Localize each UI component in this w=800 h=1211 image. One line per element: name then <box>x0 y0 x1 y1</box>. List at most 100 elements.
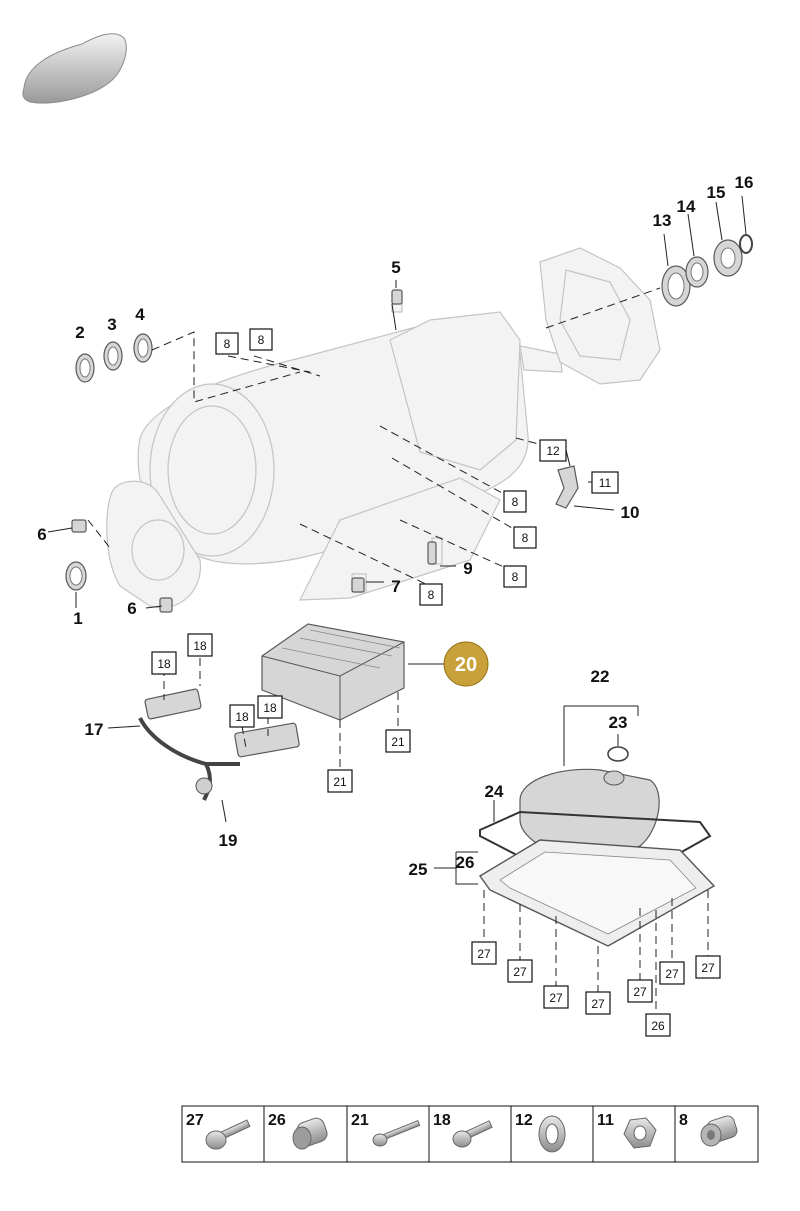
svg-text:27: 27 <box>513 965 527 979</box>
svg-text:27: 27 <box>591 997 605 1011</box>
svg-text:12: 12 <box>515 1112 533 1129</box>
gasket-24 <box>479 810 712 900</box>
callout-9: 9 <box>463 559 472 578</box>
svg-text:21: 21 <box>333 775 347 789</box>
boxed-label: 27 <box>585 991 611 1015</box>
callout-2: 2 <box>75 323 84 342</box>
seal-ring-3 <box>103 341 123 371</box>
boxed-label: 18 <box>187 633 213 657</box>
fastener-cell-12: 12 <box>515 1112 566 1153</box>
flange-15 <box>713 239 743 277</box>
svg-text:18: 18 <box>235 710 249 724</box>
callout-10: 10 <box>621 503 640 522</box>
boxed-label: 18 <box>257 695 283 719</box>
callout-22: 22 <box>591 667 610 686</box>
boxed-label: 26 <box>645 1013 671 1037</box>
svg-text:26: 26 <box>268 1112 286 1129</box>
fastener-cell-18: 18 <box>433 1112 493 1148</box>
callout-19: 19 <box>219 831 238 850</box>
svg-text:8: 8 <box>512 570 519 584</box>
part-callouts: 2 3 4 5 6 1 6 7 9 10 13 14 15 16 17 19 2… <box>37 173 753 879</box>
callout-7: 7 <box>391 577 400 596</box>
svg-text:18: 18 <box>433 1112 451 1129</box>
callout-6-upper: 6 <box>37 525 46 544</box>
fastener-cell-26: 26 <box>268 1112 328 1150</box>
svg-text:12: 12 <box>546 444 560 458</box>
seal-ring-2 <box>75 353 95 383</box>
sensor-6-lower <box>159 597 173 613</box>
callout-5: 5 <box>391 258 400 277</box>
svg-text:8: 8 <box>522 531 529 545</box>
boxed-label: 21 <box>385 729 411 753</box>
callout-26: 26 <box>456 853 475 872</box>
callout-1: 1 <box>73 609 82 628</box>
o-ring-23 <box>607 746 629 762</box>
fastener-cell-8: 8 <box>679 1112 738 1147</box>
boxed-label: 18 <box>151 651 177 675</box>
callout-16: 16 <box>735 173 754 192</box>
plug-bolt-icon <box>700 1115 738 1147</box>
svg-text:11: 11 <box>599 476 612 490</box>
callout-23: 23 <box>609 713 628 732</box>
torx-screw-icon <box>452 1120 493 1148</box>
boxed-label: 27 <box>507 959 533 983</box>
callout-6-lower: 6 <box>127 599 136 618</box>
boxed-label: 8 <box>419 583 443 606</box>
boxed-label: 18 <box>229 704 255 728</box>
svg-text:21: 21 <box>351 1112 369 1129</box>
bracket-10 <box>555 465 579 509</box>
fastener-cell-27: 27 <box>186 1112 251 1150</box>
boxed-label: 21 <box>327 769 353 793</box>
circlip-16 <box>739 234 753 254</box>
highlighted-reference-20[interactable]: 20 <box>443 641 489 687</box>
callout-4: 4 <box>135 305 145 324</box>
seal-ring-1 <box>65 561 87 591</box>
ring-14 <box>685 256 709 288</box>
svg-text:27: 27 <box>633 985 647 999</box>
car-silhouette-icon <box>22 33 127 104</box>
svg-text:8: 8 <box>428 588 435 602</box>
torx-bolt-icon <box>205 1119 251 1150</box>
svg-text:27: 27 <box>549 991 563 1005</box>
callout-17: 17 <box>85 720 104 739</box>
boxed-callouts: 8 8 12 11 8 8 8 8 18 18 18 18 21 21 27 2… <box>151 328 721 1037</box>
boxed-label: 8 <box>249 328 273 351</box>
svg-text:21: 21 <box>391 735 405 749</box>
sensor-7 <box>351 577 365 593</box>
callout-14: 14 <box>677 197 696 216</box>
svg-text:8: 8 <box>512 495 519 509</box>
svg-text:20: 20 <box>455 654 477 676</box>
wiring-harness-17 <box>138 688 300 801</box>
boxed-label: 12 <box>539 439 567 462</box>
fastener-table: 27 26 21 18 <box>181 1105 759 1163</box>
svg-text:8: 8 <box>258 333 265 347</box>
svg-text:27: 27 <box>186 1112 204 1129</box>
svg-text:18: 18 <box>193 639 207 653</box>
callout-25: 25 <box>409 860 428 879</box>
svg-text:27: 27 <box>665 967 679 981</box>
hex-nut-icon <box>623 1117 657 1149</box>
svg-text:27: 27 <box>701 961 715 975</box>
boxed-label: 8 <box>503 565 527 588</box>
svg-text:8: 8 <box>224 337 231 351</box>
svg-text:11: 11 <box>597 1112 614 1129</box>
washer-icon <box>538 1115 566 1153</box>
plug-5 <box>391 289 403 305</box>
sensor-6-upper <box>71 519 87 533</box>
boxed-label: 11 <box>591 471 619 494</box>
callout-13: 13 <box>653 211 672 230</box>
screw-9 <box>427 541 437 565</box>
boxed-label: 27 <box>659 961 685 985</box>
oil-pan-25 <box>478 839 716 947</box>
boxed-label: 27 <box>471 941 497 965</box>
svg-text:26: 26 <box>651 1019 665 1033</box>
callout-3: 3 <box>107 315 116 334</box>
boxed-label: 27 <box>543 985 569 1009</box>
fastener-cell-11: 11 <box>597 1112 657 1149</box>
boxed-label: 27 <box>627 979 653 1003</box>
callout-15: 15 <box>707 183 726 202</box>
callout-24: 24 <box>485 782 504 801</box>
svg-text:18: 18 <box>157 657 171 671</box>
